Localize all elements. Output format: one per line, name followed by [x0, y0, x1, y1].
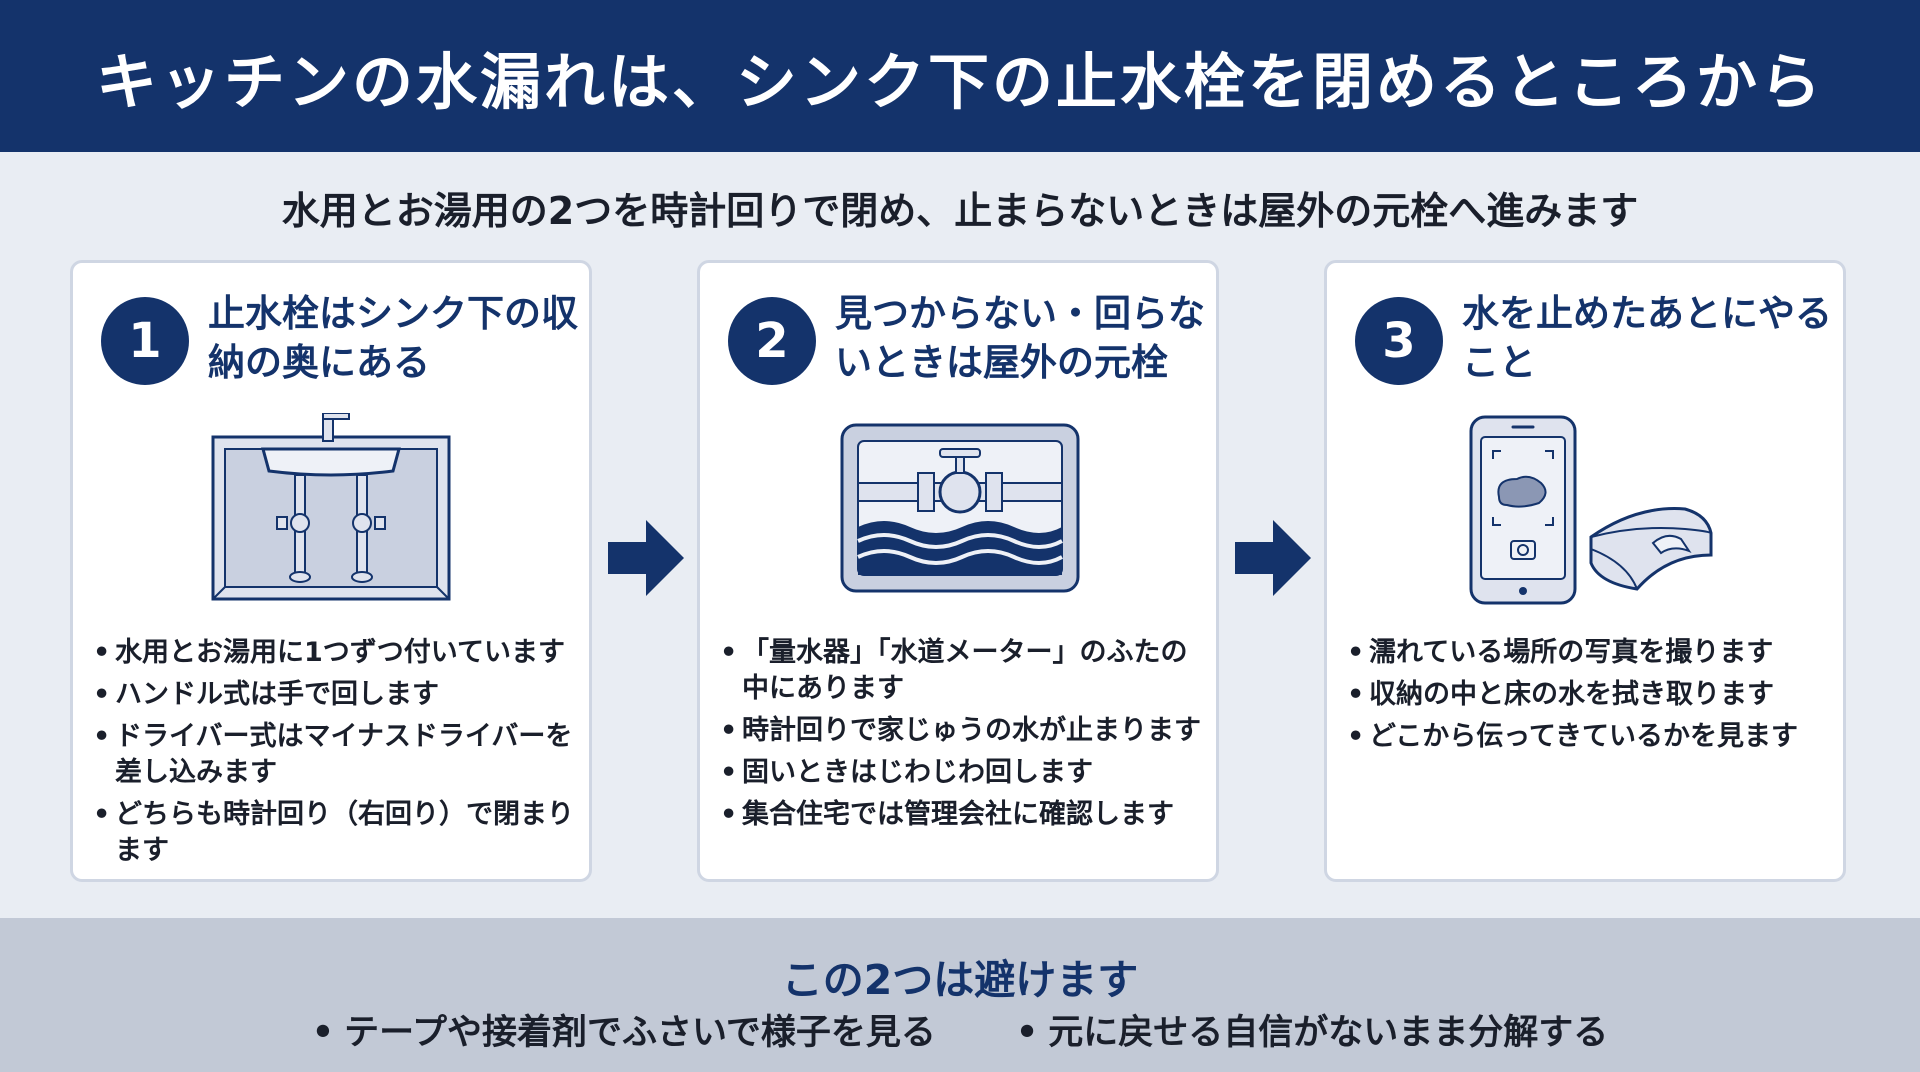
arrow-right-icon — [608, 520, 684, 600]
list-item: 濡れている場所の写真を撮ります — [1347, 635, 1837, 671]
step-bullet-list: 濡れている場所の写真を撮ります 収納の中と床の水を拭き取ります どこから伝ってき… — [1347, 635, 1837, 761]
list-item: •元に戻せる自信がないまま分解する — [1015, 1013, 1609, 1053]
step-title: 見つからない・回らないときは屋外の元栓 — [835, 292, 1205, 384]
list-item: どちらも時計回り（右回り）で閉まります — [93, 797, 583, 869]
list-item: 集合住宅では管理会社に確認します — [720, 797, 1210, 833]
step-title: 水を止めたあとにやること — [1462, 292, 1832, 384]
avoid-list: •テープや接着剤でふさいで様子を見る •元に戻せる自信がないまま分解する — [0, 1004, 1920, 1055]
water-meter-box-icon — [840, 423, 1080, 599]
step-number-badge: 3 — [1355, 297, 1443, 385]
sink-cabinet-icon — [211, 412, 451, 607]
list-item: 固いときはじわじわ回します — [720, 755, 1210, 791]
avoid-section: この2つは避けます •テープや接着剤でふさいで様子を見る •元に戻せる自信がない… — [0, 918, 1920, 1072]
list-item: 収納の中と床の水を拭き取ります — [1347, 677, 1837, 713]
page-subtitle: 水用とお湯用の2つを時計回りで閉め、止まらないときは屋外の元栓へ進みます — [281, 189, 1639, 233]
list-item: •テープや接着剤でふさいで様子を見る — [311, 1013, 936, 1053]
avoid-item-text: テープや接着剤でふさいで様子を見る — [344, 1013, 936, 1053]
avoid-item-text: 元に戻せる自信がないまま分解する — [1048, 1013, 1609, 1053]
step-card-1: 1 止水栓はシンク下の収納の奥にある 水用とお湯用に1つずつ付いています ハンド… — [70, 260, 592, 882]
list-item: どこから伝ってきているかを見ます — [1347, 719, 1837, 755]
list-item: 「量水器」「水道メーター」のふたの中にあります — [720, 635, 1210, 707]
step-number-badge: 2 — [728, 297, 816, 385]
header-banner: キッチンの水漏れは、シンク下の止水栓を閉めるところから — [0, 0, 1920, 152]
step-title: 止水栓はシンク下の収納の奥にある — [208, 292, 578, 384]
list-item: ハンドル式は手で回します — [93, 677, 583, 713]
list-item: ドライバー式はマイナスドライバーを差し込みます — [93, 719, 583, 791]
step-bullet-list: 水用とお湯用に1つずつ付いています ハンドル式は手で回します ドライバー式はマイ… — [93, 635, 583, 875]
avoid-section-title: この2つは避けます — [781, 956, 1139, 1004]
smartphone-camera-towel-icon — [1467, 413, 1747, 613]
arrow-right-icon — [1235, 520, 1311, 600]
page-title: キッチンの水漏れは、シンク下の止水栓を閉めるところから — [95, 46, 1824, 118]
list-item: 水用とお湯用に1つずつ付いています — [93, 635, 583, 671]
step-card-2: 2 見つからない・回らないときは屋外の元栓 「量水器」「水道メーター」のふたの中… — [697, 260, 1219, 882]
step-number-badge: 1 — [101, 297, 189, 385]
step-bullet-list: 「量水器」「水道メーター」のふたの中にあります 時計回りで家じゅうの水が止まりま… — [720, 635, 1210, 839]
list-item: 時計回りで家じゅうの水が止まります — [720, 713, 1210, 749]
step-card-3: 3 水を止めたあとにやること 濡れている場所の写真を撮ります 収納の中と床の水を… — [1324, 260, 1846, 882]
